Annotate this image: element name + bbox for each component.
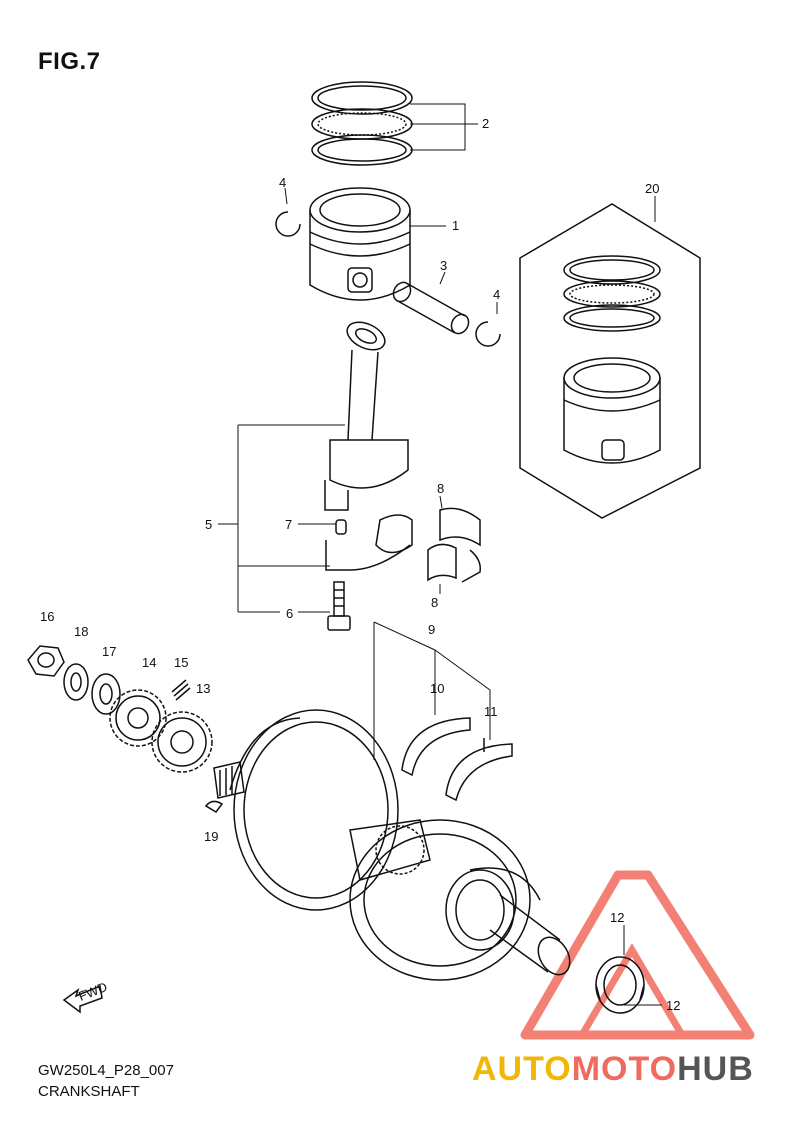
- callout-14: 14: [142, 655, 156, 670]
- piston-pin: [392, 281, 470, 335]
- callout-10: 10: [430, 681, 444, 696]
- watermark-part-auto: AUTO: [472, 1050, 572, 1088]
- piston: [309, 187, 411, 301]
- key-19: [204, 800, 224, 813]
- callout-11: 11: [484, 704, 498, 719]
- callout-8-bottom: 8: [431, 595, 438, 610]
- diagram-code: GW250L4_P28_007: [38, 1062, 174, 1079]
- callout-17: 17: [102, 644, 116, 659]
- watermark-part-moto: MOTO: [571, 1050, 678, 1088]
- main-bearing: [595, 956, 645, 1014]
- callout-1: 1: [452, 218, 459, 233]
- callout-18: 18: [74, 624, 88, 639]
- washer-17: [91, 673, 121, 715]
- gear-14: [109, 689, 167, 747]
- callout-20: 20: [645, 181, 659, 196]
- piston-set: [519, 203, 701, 519]
- callout-labels: 1 2 3 4 4 5 6 7 8 8 9 10 11 12 12 13 14 …: [40, 116, 680, 1013]
- fwd-arrow: FWD: [62, 979, 109, 1014]
- callout-5: 5: [205, 517, 212, 532]
- circlip-left: [275, 211, 301, 237]
- callout-19: 19: [204, 829, 218, 844]
- callout-16: 16: [40, 609, 54, 624]
- bracket-lines: [218, 103, 662, 1006]
- diagram-name: CRANKSHAFT: [38, 1083, 140, 1100]
- connecting-rod: [324, 321, 413, 571]
- callout-15: 15: [174, 655, 188, 670]
- watermark-part-hub: HUB: [677, 1050, 754, 1088]
- figure-title: FIG.7: [38, 48, 101, 75]
- watermark-logo-text: AUTOMOTOHUB: [472, 1050, 754, 1089]
- callout-12-top: 12: [610, 910, 624, 925]
- callout-6: 6: [286, 606, 293, 621]
- callout-12-bottom: 12: [666, 998, 680, 1013]
- callout-4-left: 4: [279, 175, 286, 190]
- gear-13: [151, 711, 213, 773]
- piston-rings: [311, 81, 413, 166]
- con-rod-bolt: [327, 581, 351, 631]
- callout-8-top: 8: [437, 481, 444, 496]
- callout-9: 9: [428, 622, 435, 637]
- callout-3: 3: [440, 258, 447, 273]
- crankshaft: [213, 709, 571, 981]
- con-rod-bearings: [427, 507, 482, 583]
- circlip-right: [475, 321, 501, 347]
- callout-13: 13: [196, 681, 210, 696]
- spring-15: [171, 679, 191, 701]
- callout-7: 7: [285, 517, 292, 532]
- nut: [27, 645, 65, 677]
- callout-4-right: 4: [493, 287, 500, 302]
- thrust-washers: [401, 717, 513, 802]
- watermark-triangle: [520, 870, 755, 1040]
- washer-18: [63, 663, 89, 701]
- callout-2: 2: [482, 116, 489, 131]
